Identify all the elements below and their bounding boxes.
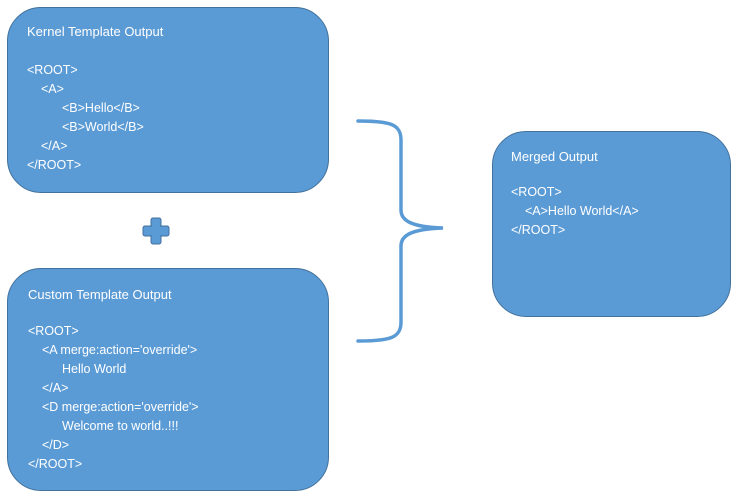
kernel-line-b-hello: <B>Hello</B> <box>62 101 140 115</box>
kernel-line-a-open: <A> <box>41 82 64 96</box>
merged-line-root-close: </ROOT> <box>511 223 566 237</box>
merged-line-a-hello-world: <A>Hello World</A> <box>525 204 639 218</box>
kernel-line-b-world: <B>World</B> <box>62 120 144 134</box>
custom-line-d-open: <D merge:action='override'> <box>42 400 199 414</box>
custom-line-hello-world: Hello World <box>62 362 127 376</box>
kernel-line-a-close: </A> <box>41 139 68 153</box>
custom-template-output-box: Custom Template Output <ROOT> <A merge:a… <box>7 268 329 491</box>
custom-line-a-close: </A> <box>42 381 69 395</box>
custom-line-a-open: <A merge:action='override'> <box>42 343 198 357</box>
merged-output-box: Merged Output <ROOT> <A>Hello World</A> … <box>492 131 731 317</box>
merged-line-root-open: <ROOT> <box>511 185 562 199</box>
kernel-line-root-open: <ROOT> <box>27 63 78 77</box>
plus-icon <box>142 217 170 245</box>
kernel-box-title: Kernel Template Output <box>27 24 164 39</box>
right-curly-brace <box>356 119 444 343</box>
custom-line-welcome: Welcome to world..!!! <box>62 419 179 433</box>
merged-box-title: Merged Output <box>511 149 598 164</box>
custom-box-title: Custom Template Output <box>28 287 172 302</box>
custom-line-root-open: <ROOT> <box>28 324 79 338</box>
custom-line-d-close: </D> <box>42 438 70 452</box>
custom-line-root-close: </ROOT> <box>28 457 83 471</box>
kernel-template-output-box: Kernel Template Output <ROOT> <A> <B>Hel… <box>7 7 329 193</box>
kernel-line-root-close: </ROOT> <box>27 158 82 172</box>
